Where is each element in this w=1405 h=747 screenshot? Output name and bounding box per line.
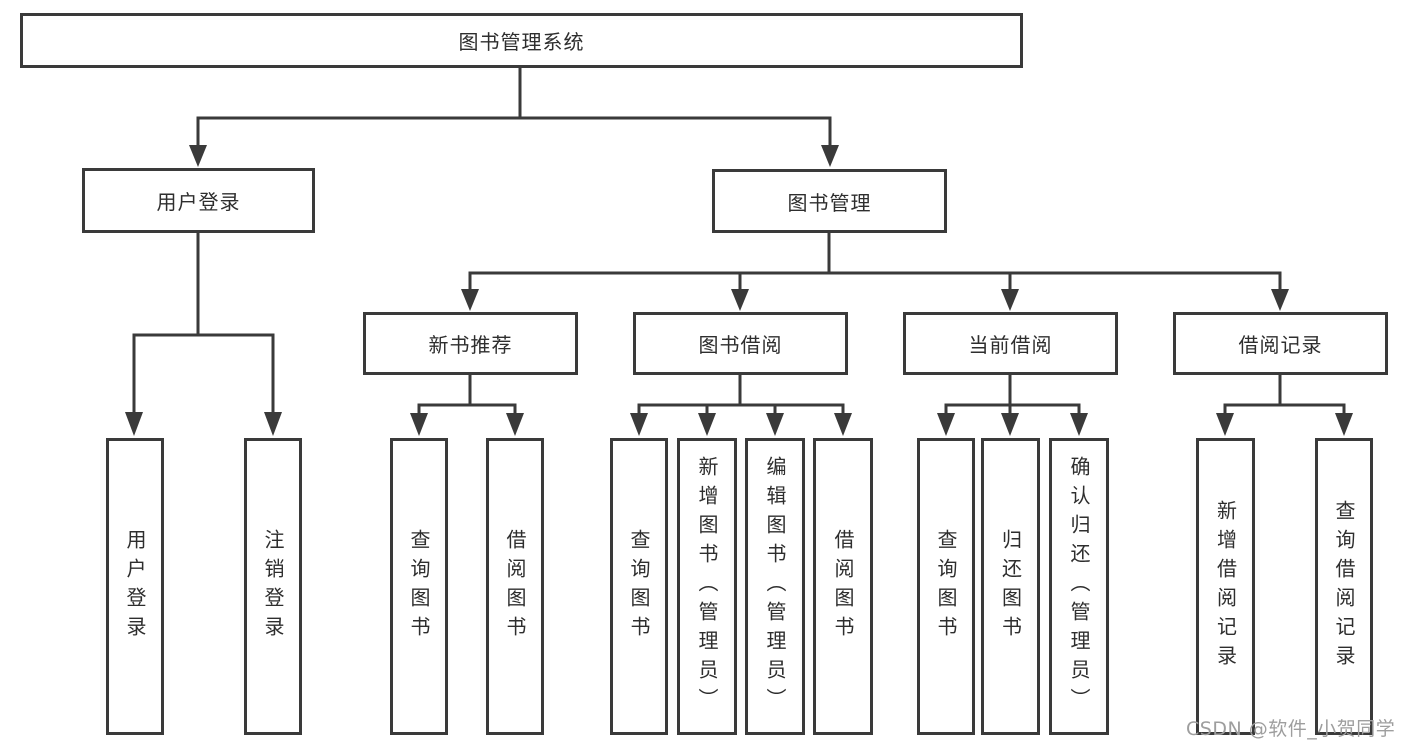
- node-borrow-records-label: 借阅记录: [1238, 333, 1323, 357]
- leaf-bb-query-books-label: 查询图书: [627, 528, 651, 645]
- leaf-bb-edit-books-admin: 编辑图书（管理员）: [745, 438, 805, 735]
- leaf-cb-confirm-return-admin-label: 确认归还（管理员）: [1067, 456, 1091, 717]
- leaf-nbr-borrow-books: 借阅图书: [486, 438, 544, 735]
- arrow-nbr-borrow: [506, 413, 524, 436]
- csdn-watermark: CSDN @软件_小贺同学: [1186, 718, 1396, 740]
- leaf-bb-borrow-books-label: 借阅图书: [831, 528, 855, 645]
- leaf-cb-query-books-label: 查询图书: [934, 528, 958, 645]
- arrow-bb-edit: [766, 413, 784, 436]
- arrow-bb-add: [698, 413, 716, 436]
- node-current-borrowing: 当前借阅: [903, 312, 1118, 375]
- arrow-leaf-logout: [264, 412, 282, 436]
- leaf-logout-label: 注销登录: [261, 528, 285, 645]
- leaf-br-query-record-label: 查询借阅记录: [1332, 499, 1356, 674]
- leaf-nbr-query-books-label: 查询图书: [407, 528, 431, 645]
- node-book-management-label: 图书管理: [787, 190, 872, 215]
- arrow-new-book: [461, 289, 479, 311]
- arrow-user-login: [189, 145, 207, 167]
- leaf-cb-confirm-return-admin: 确认归还（管理员）: [1049, 438, 1109, 735]
- node-library-system-label: 图书管理系统: [458, 30, 585, 54]
- leaf-br-add-record-label: 新增借阅记录: [1213, 499, 1238, 674]
- node-book-borrowing-label: 图书借阅: [698, 333, 783, 357]
- arrow-cb-confirm: [1070, 413, 1088, 436]
- arrow-leaf-user-login: [125, 412, 143, 436]
- arrow-borrow-records: [1271, 289, 1289, 311]
- leaf-br-add-record: 新增借阅记录: [1196, 438, 1255, 735]
- arrow-br-add: [1216, 413, 1234, 436]
- node-user-login-label: 用户登录: [156, 190, 241, 214]
- leaf-nbr-query-books: 查询图书: [390, 438, 448, 735]
- arrow-current-borrow: [1001, 289, 1019, 311]
- arrow-cb-return: [1001, 413, 1019, 436]
- leaf-nbr-borrow-books-label: 借阅图书: [503, 528, 527, 645]
- arrow-cb-query: [937, 413, 955, 436]
- leaf-bb-borrow-books: 借阅图书: [813, 438, 873, 735]
- arrow-book-borrow: [731, 289, 749, 311]
- node-user-login: 用户登录: [82, 168, 315, 233]
- node-library-system: 图书管理系统: [20, 13, 1023, 68]
- node-new-book-recommend: 新书推荐: [363, 312, 578, 375]
- leaf-cb-query-books: 查询图书: [917, 438, 975, 735]
- arrow-nbr-query: [410, 413, 428, 436]
- leaf-cb-return-books: 归还图书: [981, 438, 1040, 735]
- node-borrow-records: 借阅记录: [1173, 312, 1388, 375]
- arrow-bb-borrow: [834, 413, 852, 436]
- leaf-cb-return-books-label: 归还图书: [998, 528, 1023, 645]
- arrow-book-mgmt: [821, 145, 839, 167]
- leaf-user-login: 用户登录: [106, 438, 164, 735]
- leaf-bb-edit-books-admin-label: 编辑图书（管理员）: [763, 456, 787, 717]
- leaf-user-login-label: 用户登录: [123, 528, 147, 645]
- leaf-bb-add-books-admin-label: 新增图书（管理员）: [695, 456, 719, 717]
- node-book-management: 图书管理: [712, 169, 947, 233]
- arrow-br-query: [1335, 413, 1353, 436]
- leaf-bb-query-books: 查询图书: [610, 438, 668, 735]
- node-new-book-recommend-label: 新书推荐: [428, 333, 513, 357]
- leaf-logout: 注销登录: [244, 438, 302, 735]
- node-current-borrowing-label: 当前借阅: [968, 333, 1053, 357]
- leaf-bb-add-books-admin: 新增图书（管理员）: [677, 438, 737, 735]
- arrow-bb-query: [630, 413, 648, 436]
- node-book-borrowing: 图书借阅: [633, 312, 848, 375]
- leaf-br-query-record: 查询借阅记录: [1315, 438, 1373, 735]
